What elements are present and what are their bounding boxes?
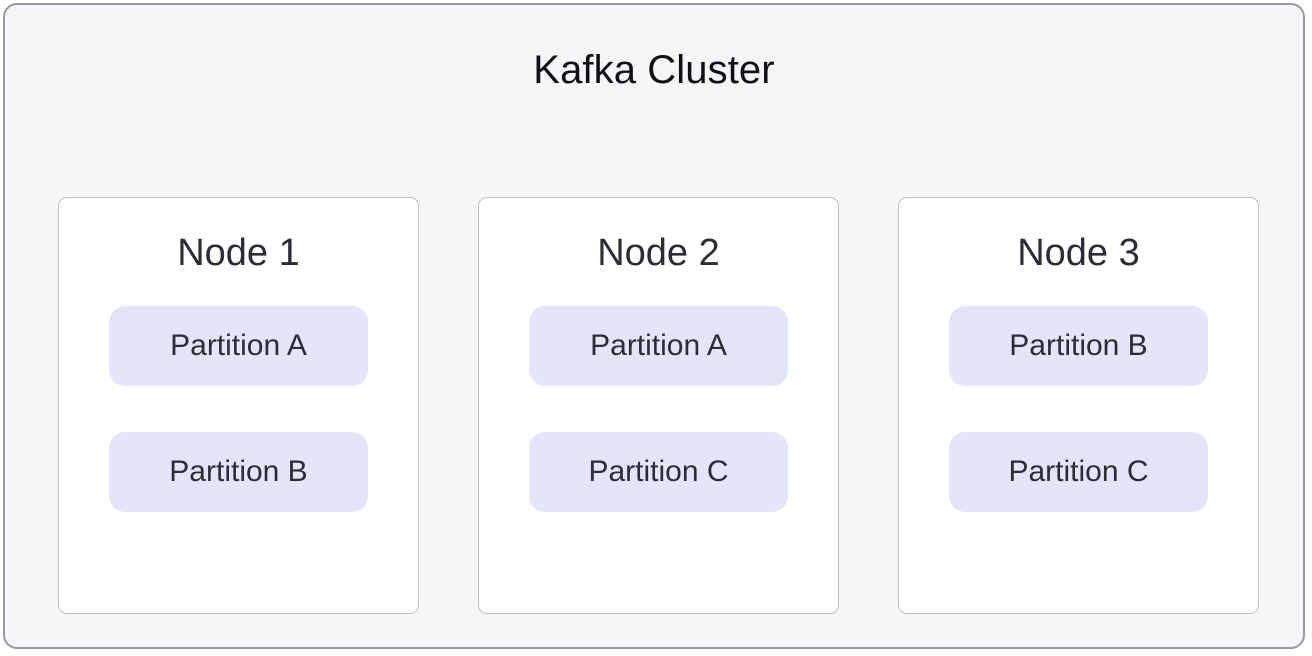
partition-list-3: Partition B Partition C: [949, 306, 1208, 512]
partition-pill[interactable]: Partition C: [949, 432, 1208, 512]
partition-pill[interactable]: Partition A: [529, 306, 788, 386]
node-title-2: Node 2: [597, 232, 720, 274]
node-title-1: Node 1: [177, 232, 300, 274]
cluster-title: Kafka Cluster: [533, 48, 775, 92]
partition-pill[interactable]: Partition B: [949, 306, 1208, 386]
node-title-3: Node 3: [1017, 232, 1140, 274]
node-card-3[interactable]: Node 3 Partition B Partition C: [898, 197, 1259, 614]
node-list: Node 1 Partition A Partition B Node 2 Pa…: [58, 197, 1259, 614]
partition-pill[interactable]: Partition A: [109, 306, 368, 386]
partition-pill[interactable]: Partition B: [109, 432, 368, 512]
kafka-cluster-container: Kafka Cluster Node 1 Partition A Partiti…: [3, 3, 1305, 649]
partition-list-2: Partition A Partition C: [529, 306, 788, 512]
node-card-1[interactable]: Node 1 Partition A Partition B: [58, 197, 419, 614]
node-card-2[interactable]: Node 2 Partition A Partition C: [478, 197, 839, 614]
partition-list-1: Partition A Partition B: [109, 306, 368, 512]
partition-pill[interactable]: Partition C: [529, 432, 788, 512]
